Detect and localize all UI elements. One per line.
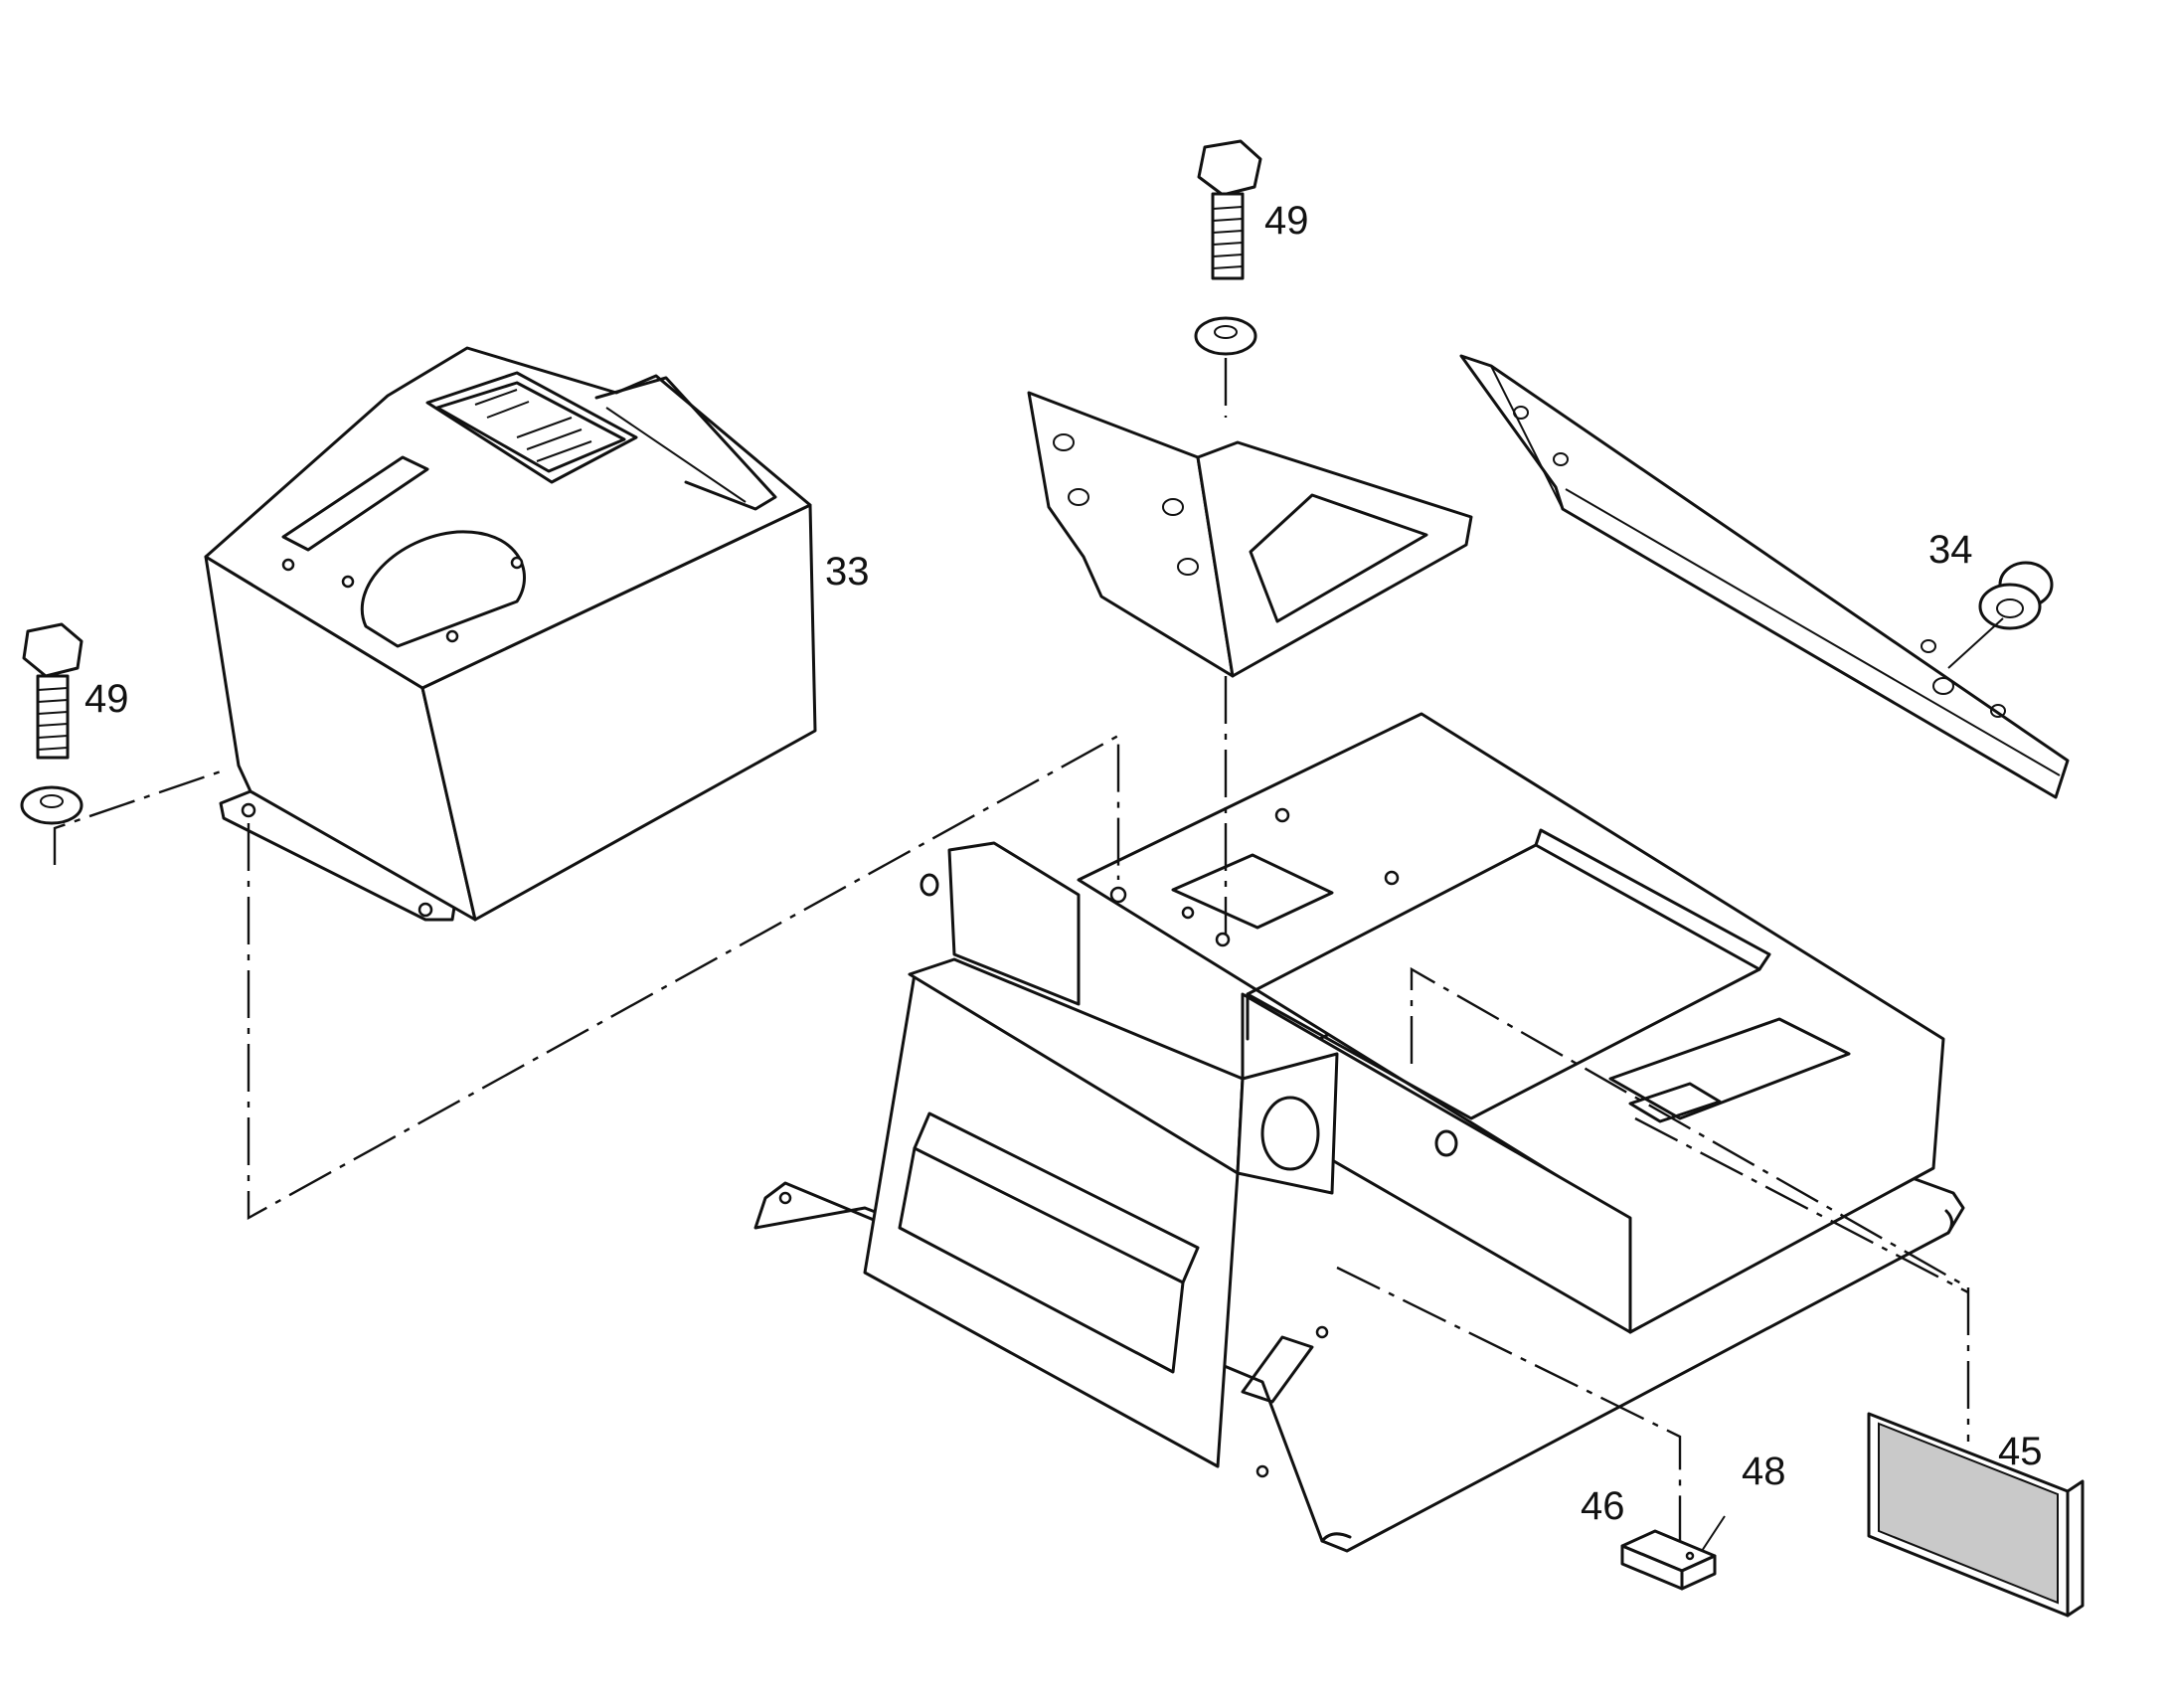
grommet-part [1947,561,2054,669]
base-assembly-part [753,712,1965,1553]
pad-part [1620,1529,1717,1591]
callout-bolt-left: 49 [84,677,129,721]
bolt-top-part [1194,139,1262,418]
bracket-part [1027,391,1473,678]
cover-box-part [204,346,817,922]
callout-cover: 33 [825,550,870,594]
callout-grommet: 34 [1928,528,1973,572]
filter-part [1867,1412,2085,1618]
plate-part [1459,354,2070,799]
bolt-left-part [20,622,84,825]
callout-pad-hole: 48 [1742,1450,1786,1493]
callout-filter: 45 [1998,1430,2043,1473]
callout-pad: 46 [1581,1484,1625,1528]
leader-lines [53,676,1970,1552]
callout-bolt-top: 49 [1264,199,1309,243]
